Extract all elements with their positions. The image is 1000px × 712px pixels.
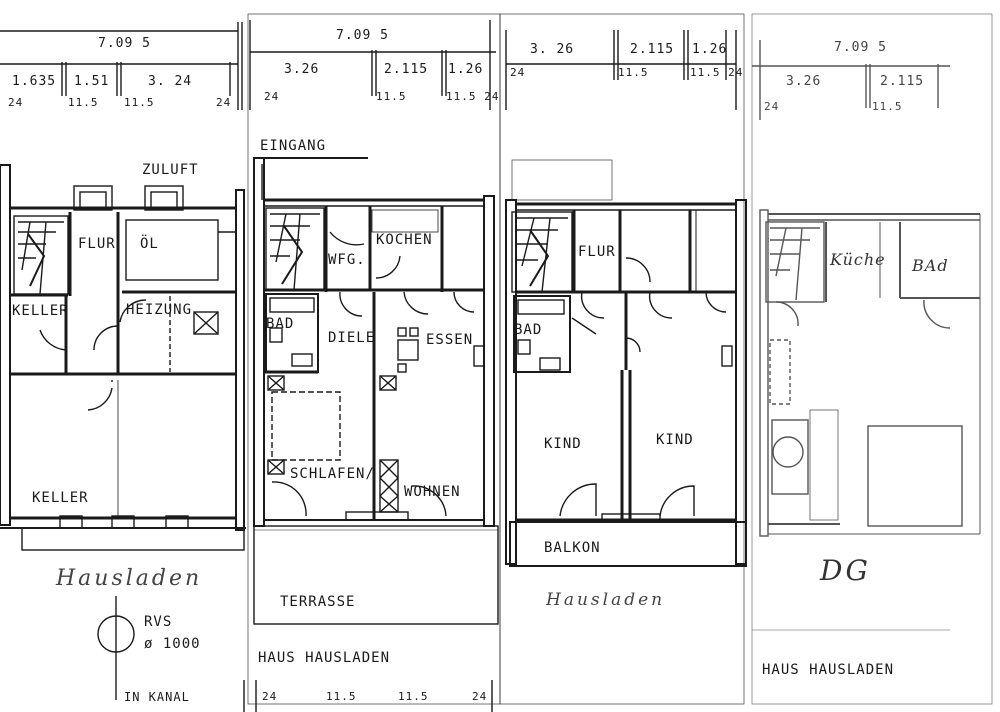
keller-seg-dim-3: 3. 24 [148,74,193,89]
eg-seg-dim-2: 2.115 [384,62,429,77]
eg-wall-dim-1: 24 [264,90,280,103]
keller-wall-dim-3: 11.5 [124,96,155,109]
keller-wall-dim-4: 24 [216,96,232,109]
label-kind-2: KIND [656,432,694,448]
dg-handwriting: DG [820,554,871,587]
og-wall-dim-3: 11.5 24 [690,66,744,79]
label-kanal: IN KANAL [124,690,190,704]
sheet-keller-lines [0,22,246,712]
dg-seg-dim-1: 3.26 [786,74,822,89]
label-zuluft: ZULUFT [142,162,199,178]
label-schlafen: SCHLAFEN/ [290,466,375,482]
keller-wall-dim-2: 11.5 [68,96,99,109]
label-rvs-diameter: ø 1000 [144,636,201,652]
label-eingang: EINGANG [260,138,327,154]
label-eg-bad: BAD [266,316,295,332]
label-wfg: WFG. [328,252,366,268]
label-kind-1: KIND [544,436,582,452]
sheet-og-lines [499,13,747,705]
sheet-dg-lines [751,13,993,705]
keller-bottom-dim-4: 24 [472,690,488,703]
keller-handwriting: Hausladen [56,566,203,591]
keller-seg-dim-2: 1.51 [74,74,110,89]
keller-wall-dim-1: 24 [8,96,24,109]
label-kueche: Küche [830,250,886,269]
og-seg-dim-2: 2.115 [630,42,675,57]
eg-seg-dim-3: 1.26 [448,62,484,77]
keller-bottom-dim-1: 24 [262,690,278,703]
og-wall-dim-2: 11.5 [618,66,649,79]
label-rvs: RVS [144,614,173,630]
eg-wall-dim-2: 11.5 [376,90,407,103]
dg-wall-dim-1: 24 [764,100,780,113]
label-keller-main: KELLER [32,490,89,506]
label-essen: ESSEN [426,332,474,348]
label-keller-flur: FLUR [78,236,116,252]
sheet-eg-lines [247,13,501,712]
keller-bottom-dim-2: 11.5 [326,690,357,703]
label-dg-bad: BAd [912,256,949,275]
label-og-flur: FLUR [578,244,616,260]
label-kochen: KOCHEN [376,232,433,248]
label-wohnen: WOHNEN [404,484,461,500]
keller-seg-dim-1: 1.635 [12,74,57,89]
label-balkon: BALKON [544,540,601,556]
dg-seg-dim-2: 2.115 [880,74,925,89]
eg-seg-dim-1: 3.26 [284,62,320,77]
eg-haus-label: HAUS HAUSLADEN [258,650,391,666]
eg-wall-dim-3: 11.5 24 [446,90,500,103]
label-keller-small: KELLER [12,303,69,319]
label-og-bad: BAD [514,322,543,338]
og-handwriting: Hausladen [546,590,666,610]
dg-total-dim: 7.09 5 [834,40,887,55]
og-seg-dim-1: 3. 26 [530,42,575,57]
label-heizung: HEIZUNG [126,302,193,318]
og-wall-dim-1: 24 [510,66,526,79]
eg-total-dim: 7.09 5 [336,28,389,43]
label-terrasse: TERRASSE [280,594,356,610]
label-diele: DIELE [328,330,376,346]
dg-wall-dim-2: 11.5 [872,100,903,113]
label-oel: ÖL [140,236,159,252]
dg-haus-label: HAUS HAUSLADEN [762,662,895,678]
og-seg-dim-3: 1.26 [692,42,728,57]
keller-bottom-dim-3: 11.5 [398,690,429,703]
keller-total-dim: 7.09 5 [98,36,151,51]
